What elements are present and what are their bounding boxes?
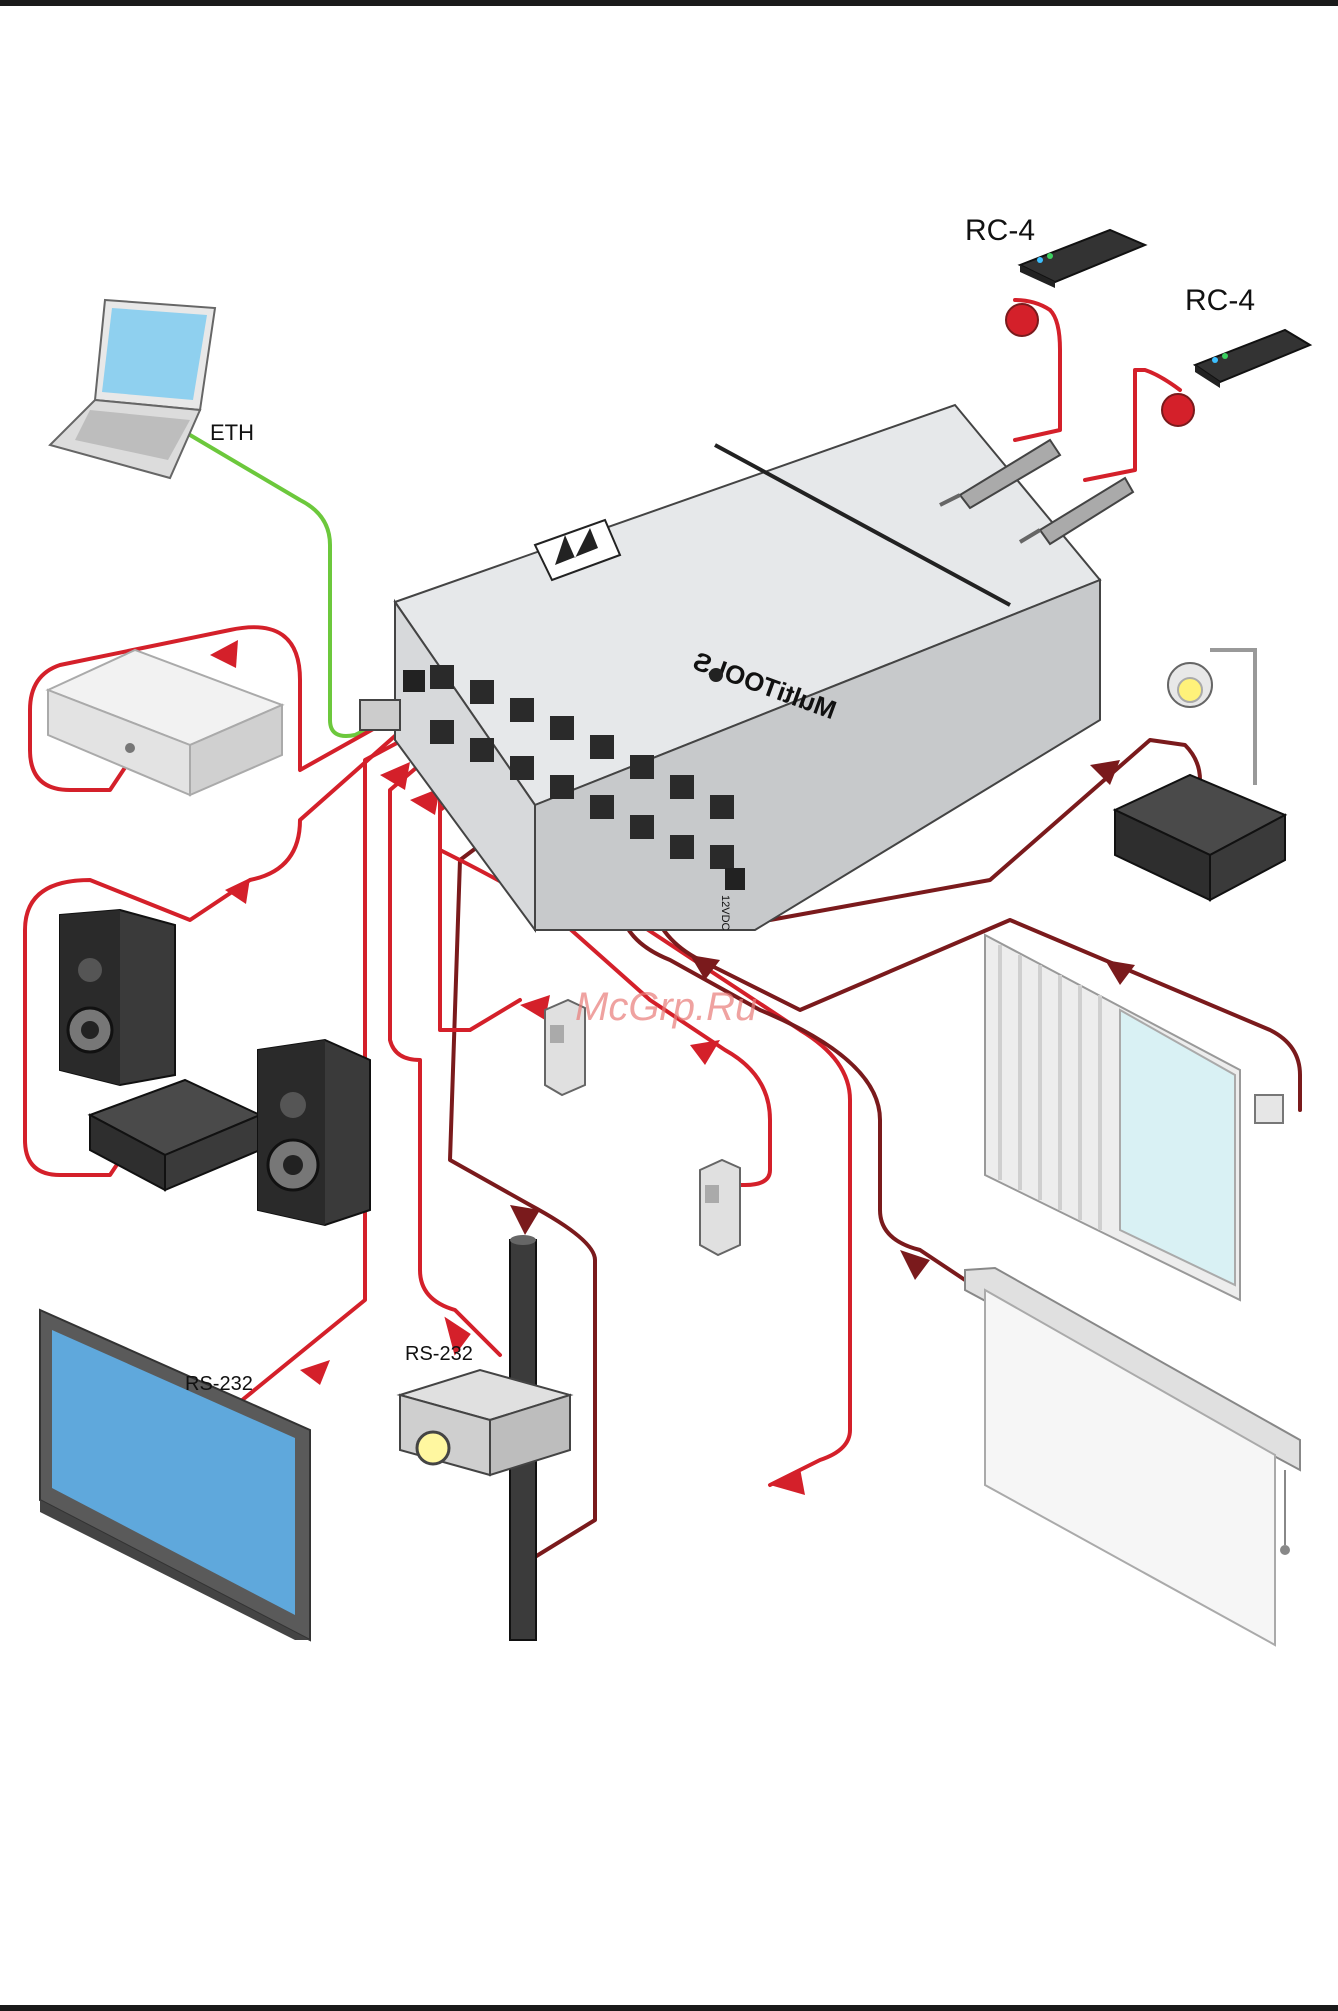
speaker-left bbox=[60, 910, 175, 1085]
rc4-b-label: RC-4 bbox=[1185, 284, 1255, 317]
watermark-text: McGrp.Ru bbox=[575, 985, 757, 1029]
window-curtain bbox=[985, 935, 1283, 1300]
eth-label: ETH bbox=[210, 420, 254, 445]
laptop bbox=[50, 300, 215, 478]
sensor-2 bbox=[700, 1160, 740, 1255]
projection-screen bbox=[965, 1268, 1300, 1645]
amplifier bbox=[90, 1080, 260, 1190]
rc4b-cable bbox=[1085, 370, 1180, 480]
dc-port-label: 12VDC bbox=[719, 895, 731, 931]
eth-connector bbox=[360, 700, 400, 730]
lamp bbox=[1168, 650, 1255, 785]
rc4-a-label: RC-4 bbox=[965, 214, 1035, 247]
rs232-display-label: RS-232 bbox=[185, 1373, 253, 1395]
remote-rc4-b bbox=[1162, 330, 1310, 426]
eth-port bbox=[403, 670, 425, 692]
dimmer-module bbox=[1115, 775, 1285, 900]
dc-port bbox=[725, 868, 745, 890]
dvd-player bbox=[48, 650, 282, 795]
flat-display bbox=[40, 1310, 310, 1640]
speaker-right bbox=[258, 1040, 370, 1225]
rs232-projector-label: RS-232 bbox=[405, 1343, 473, 1365]
projector bbox=[400, 1370, 570, 1475]
